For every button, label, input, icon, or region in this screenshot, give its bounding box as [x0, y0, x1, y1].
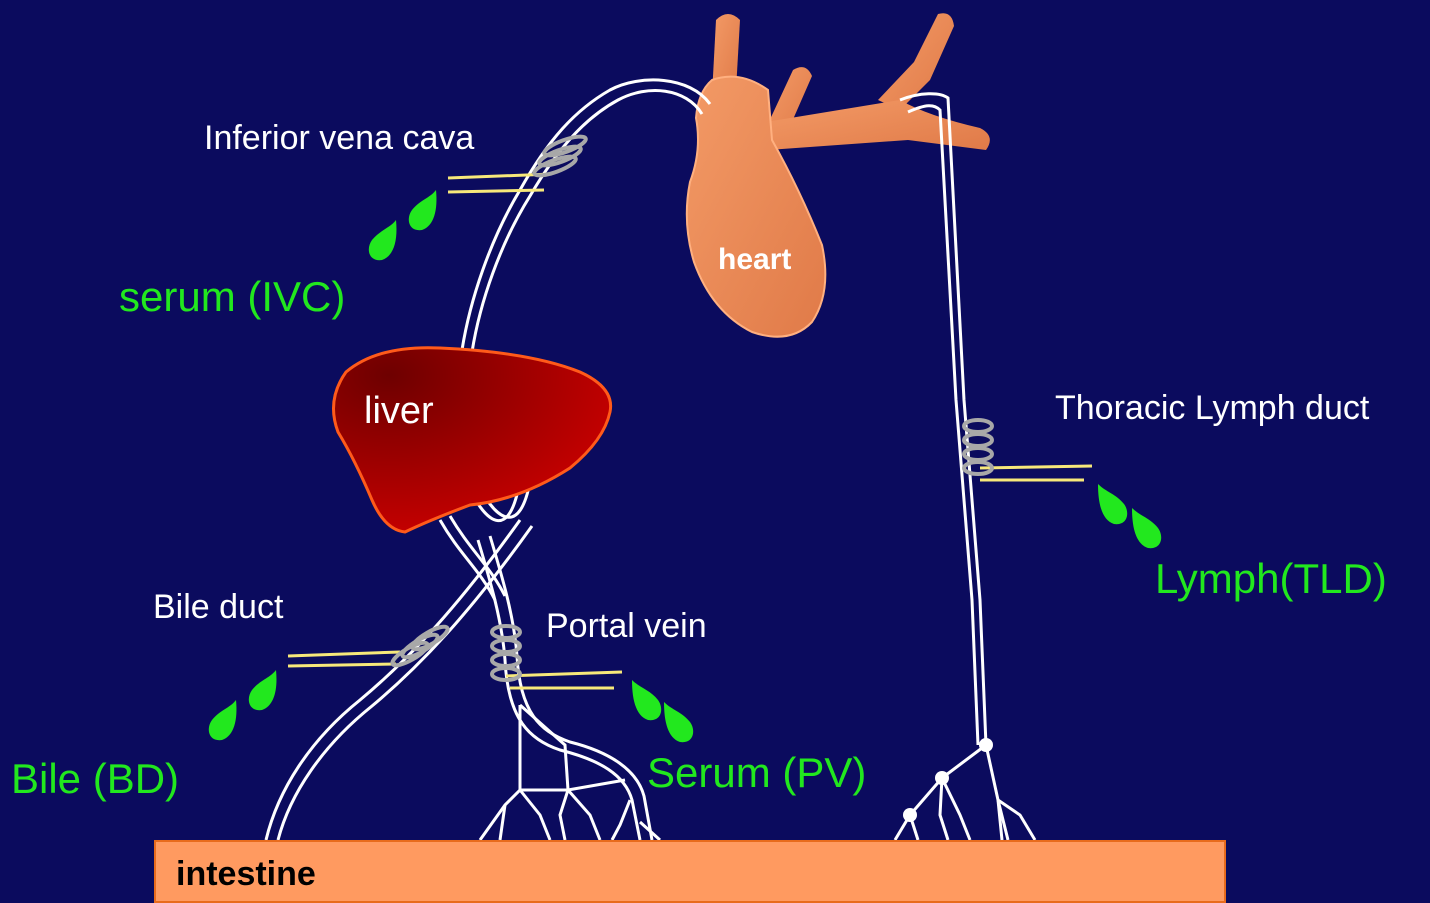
- droplet-ivc-2: [409, 190, 437, 230]
- bile-duct-label: Bile duct: [153, 590, 283, 624]
- portal-vein-label: Portal vein: [546, 609, 707, 643]
- sample-bd-label: Bile (BD): [11, 758, 179, 800]
- bile-duct: [266, 520, 532, 840]
- droplet-bd-2: [249, 670, 277, 710]
- liver: [334, 348, 611, 532]
- droplet-pv-1: [632, 680, 661, 720]
- sample-pv-label: Serum (PV): [647, 752, 866, 794]
- portal-branches: [480, 705, 660, 840]
- droplet-pv-2: [664, 702, 693, 742]
- lymph-branches: [895, 745, 1035, 840]
- heart-label: heart: [718, 245, 791, 275]
- droplet-tld-1: [1098, 484, 1127, 524]
- intestine: intestine: [154, 840, 1226, 903]
- sample-ivc-label: serum (IVC): [119, 276, 345, 318]
- droplet-bd-1: [209, 700, 237, 740]
- thoracic-lymph-duct-label: Thoracic Lymph duct: [1055, 391, 1369, 425]
- intestine-label: intestine: [176, 857, 316, 891]
- droplet-ivc-1: [369, 220, 397, 260]
- inferior-vena-cava: [462, 80, 710, 352]
- liver-label: liver: [364, 392, 434, 430]
- droplet-tld-2: [1132, 508, 1161, 548]
- inferior-vena-cava-label: Inferior vena cava: [204, 121, 474, 155]
- sample-tld-label: Lymph(TLD): [1155, 558, 1387, 600]
